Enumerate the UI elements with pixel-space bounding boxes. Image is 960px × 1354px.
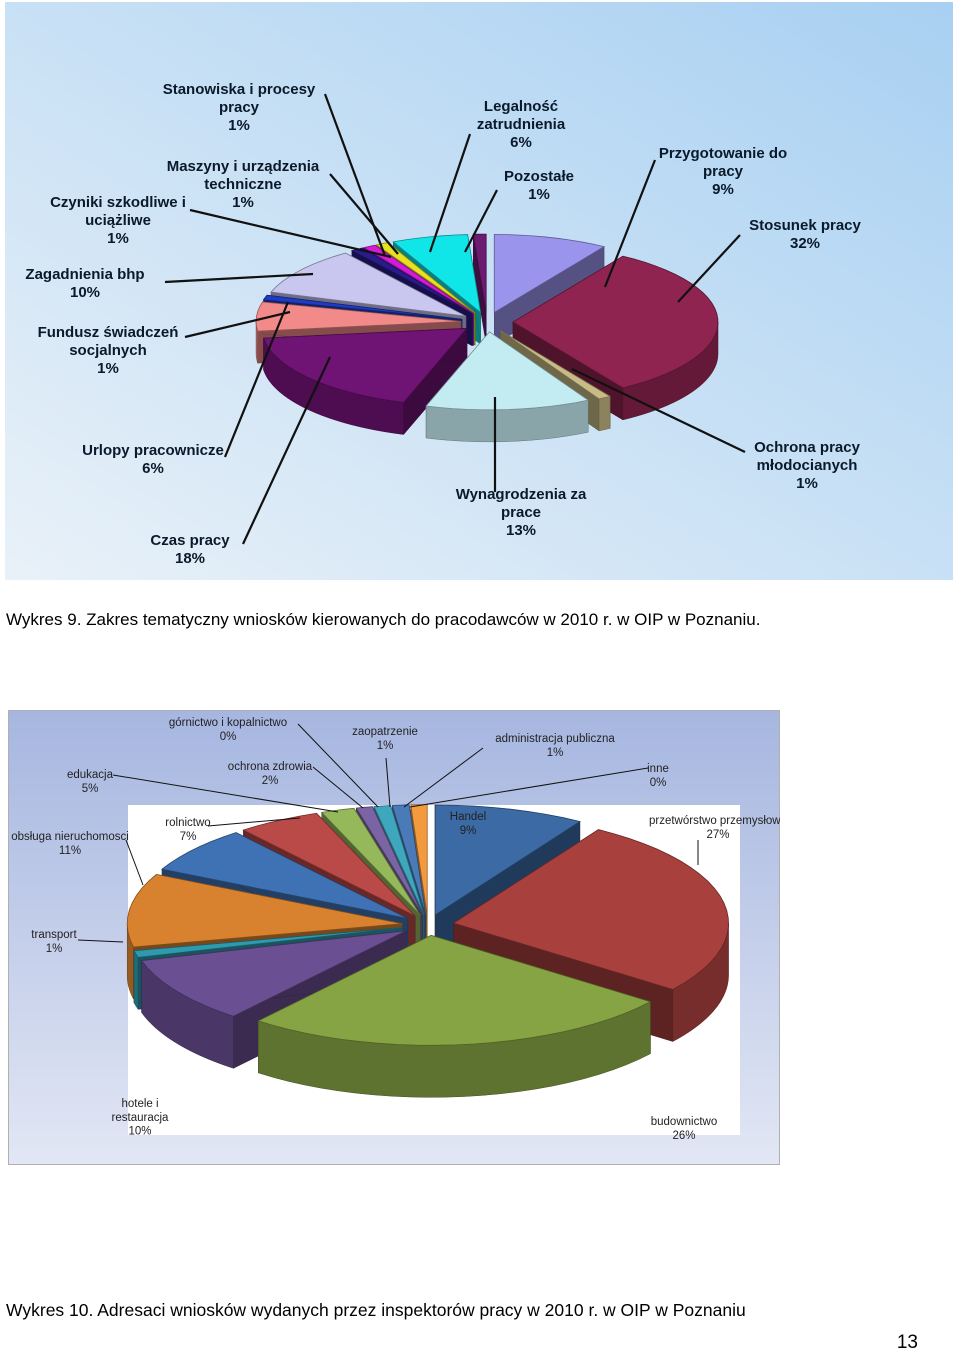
slice-fundusz-swiadczen xyxy=(262,294,463,320)
slice-zagadnienia-bhp xyxy=(270,252,467,317)
leader-line-ochrona-zdrowia xyxy=(312,766,364,809)
leader-line-pozostale xyxy=(464,189,498,253)
leader-line-ochrona-pracy xyxy=(571,368,746,453)
slice-edukacja xyxy=(242,812,416,917)
slice-przetworstwo-przemyslowe xyxy=(452,829,729,990)
leader-line-administracja-publiczna xyxy=(403,747,484,808)
leader-line-edukacja xyxy=(112,774,339,813)
page-number: 13 xyxy=(896,1332,918,1353)
leader-line-stanowiska-i-procesy xyxy=(323,93,387,257)
leader-line-czyniki-szkodliwe-i xyxy=(189,208,392,259)
slice-przygotowanie-do xyxy=(493,234,606,314)
slice-ochrona-pracy xyxy=(500,330,612,400)
leader-line-czas-pracy xyxy=(242,356,331,545)
slice-obsluga-nieruchomosci xyxy=(126,873,403,948)
slice-administracja-publiczna xyxy=(391,804,427,915)
chart-recipients-caption: Wykres 10. Adresaci wniosków wydanych pr… xyxy=(6,1300,746,1320)
leader-line-gornictwo-i-kopalnictwo xyxy=(297,723,379,808)
leader-line-urlopy-pracownicze xyxy=(223,301,290,458)
slice-ochrona-zdrowia xyxy=(320,807,421,916)
slice-zaopatrzenie xyxy=(373,805,425,915)
leader-line-legalnosc xyxy=(428,133,472,253)
slice-rolnictwo xyxy=(161,832,408,919)
leader-line-fundusz-swiadczen xyxy=(184,310,291,339)
slice-transport xyxy=(133,927,403,958)
slice-urlopy-pracownicze xyxy=(255,301,462,332)
leader-line-inne xyxy=(409,767,649,808)
slice-legalnosc xyxy=(392,234,482,314)
leader-line-stosunek-pracy xyxy=(677,234,741,303)
slice-stanowiska-i-procesy xyxy=(362,244,474,314)
slice-stosunek-pracy xyxy=(512,255,719,389)
leader-line-przygotowanie-do xyxy=(603,159,657,288)
leader-line-zagadnienia-bhp xyxy=(164,272,314,284)
leader-line-transport xyxy=(77,939,124,943)
leader-line-zaopatrzenie xyxy=(385,757,391,808)
leader-line-maszyny-i-urzadzenia xyxy=(329,173,399,255)
chart-topics-caption: Wykres 9. Zakres tematyczny wniosków kie… xyxy=(6,610,761,629)
slice-budownictwo xyxy=(257,934,652,1046)
slice-gornictwo-i-kopalnictwo xyxy=(355,806,423,916)
slice-handel xyxy=(434,804,581,916)
slice-hotele-i xyxy=(140,930,407,1017)
slice-wynagrodzenia-za xyxy=(425,331,590,411)
leader-line-obsluga-nieruchomosci xyxy=(125,839,144,886)
leader-line-rolnictwo xyxy=(207,817,301,827)
